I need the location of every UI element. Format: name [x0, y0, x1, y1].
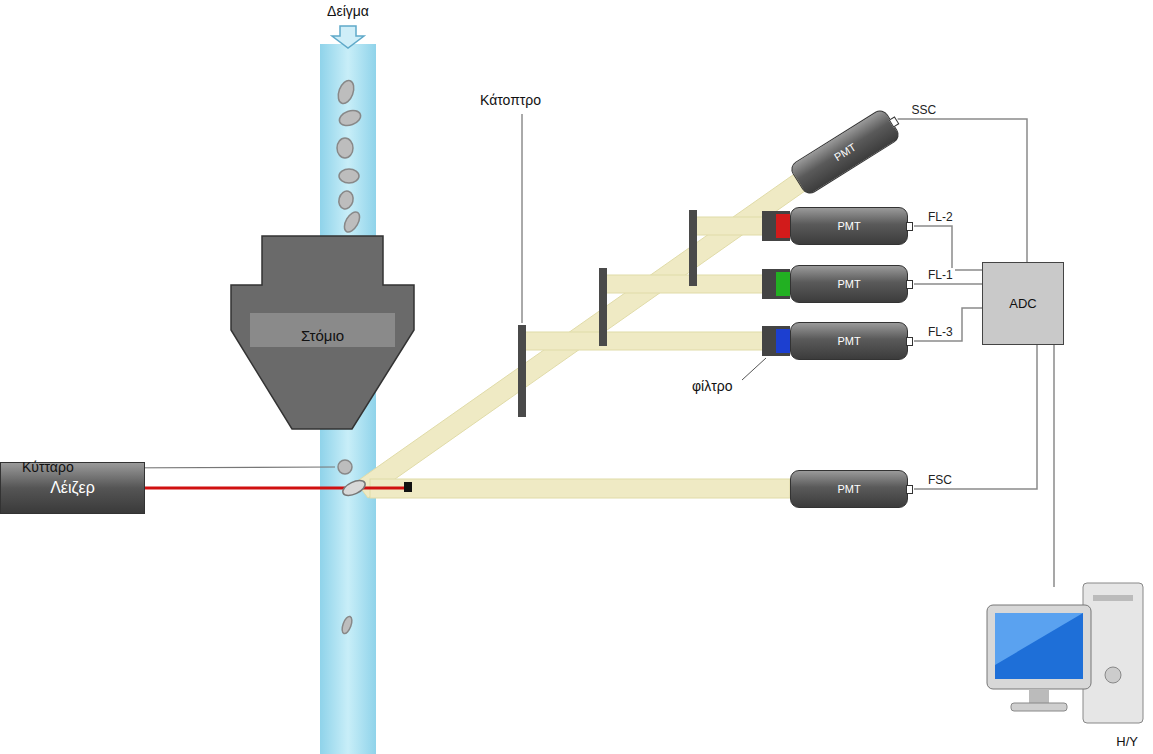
- node-text: Η/Υ: [1116, 734, 1138, 749]
- signal-wire: [914, 283, 982, 285]
- signal-name: FL-2: [926, 210, 955, 224]
- node-text: PMT: [832, 141, 858, 163]
- node-text: PMT: [837, 278, 860, 290]
- signal-name: FL-3: [926, 325, 955, 339]
- nozzle: Στόμιο: [230, 235, 415, 430]
- node-text: PMT: [837, 220, 860, 232]
- signal-name: FSC: [926, 473, 954, 487]
- pmt-detector: PMT: [790, 207, 908, 245]
- signal-wire: [914, 345, 1037, 489]
- signal-wire: [914, 226, 982, 270]
- filters: [762, 211, 790, 356]
- signal-wire: [898, 119, 1027, 262]
- part-label: Κύτταρο: [22, 459, 74, 475]
- computer: Η/Υ: [985, 575, 1150, 751]
- pmt-detector: PMT: [790, 265, 908, 303]
- obscuration-bar: [404, 482, 412, 492]
- sample-arrow: [332, 26, 364, 48]
- node-text: Λέιζερ: [50, 479, 95, 497]
- laser-beam: [145, 487, 360, 490]
- light-beams: [356, 170, 812, 498]
- node-text: PMT: [837, 335, 860, 347]
- node-text: ADC: [1009, 296, 1036, 311]
- filter-leader: [742, 358, 766, 380]
- signal-wire: [1053, 345, 1055, 587]
- signal-name: FL-1: [926, 268, 955, 282]
- pmt-detector: PMT: [790, 322, 908, 360]
- part-label: Δείγμα: [327, 3, 369, 19]
- node-text: Στόμιο: [230, 327, 415, 344]
- signal-wire: [914, 308, 982, 341]
- computer-icon: [985, 575, 1150, 725]
- signal-name: SSC: [910, 103, 939, 117]
- part-label: Κάτοπτρο: [480, 92, 541, 108]
- mirror-leader: [522, 114, 523, 323]
- lit-cell: [341, 477, 368, 498]
- adc-box: ADC: [982, 262, 1064, 345]
- pmt-detector: PMT: [790, 470, 908, 508]
- mirrors: [518, 210, 697, 417]
- node-text: PMT: [837, 483, 860, 495]
- pmt-detector: PMT: [788, 107, 902, 197]
- part-label: φίλτρο: [692, 378, 732, 394]
